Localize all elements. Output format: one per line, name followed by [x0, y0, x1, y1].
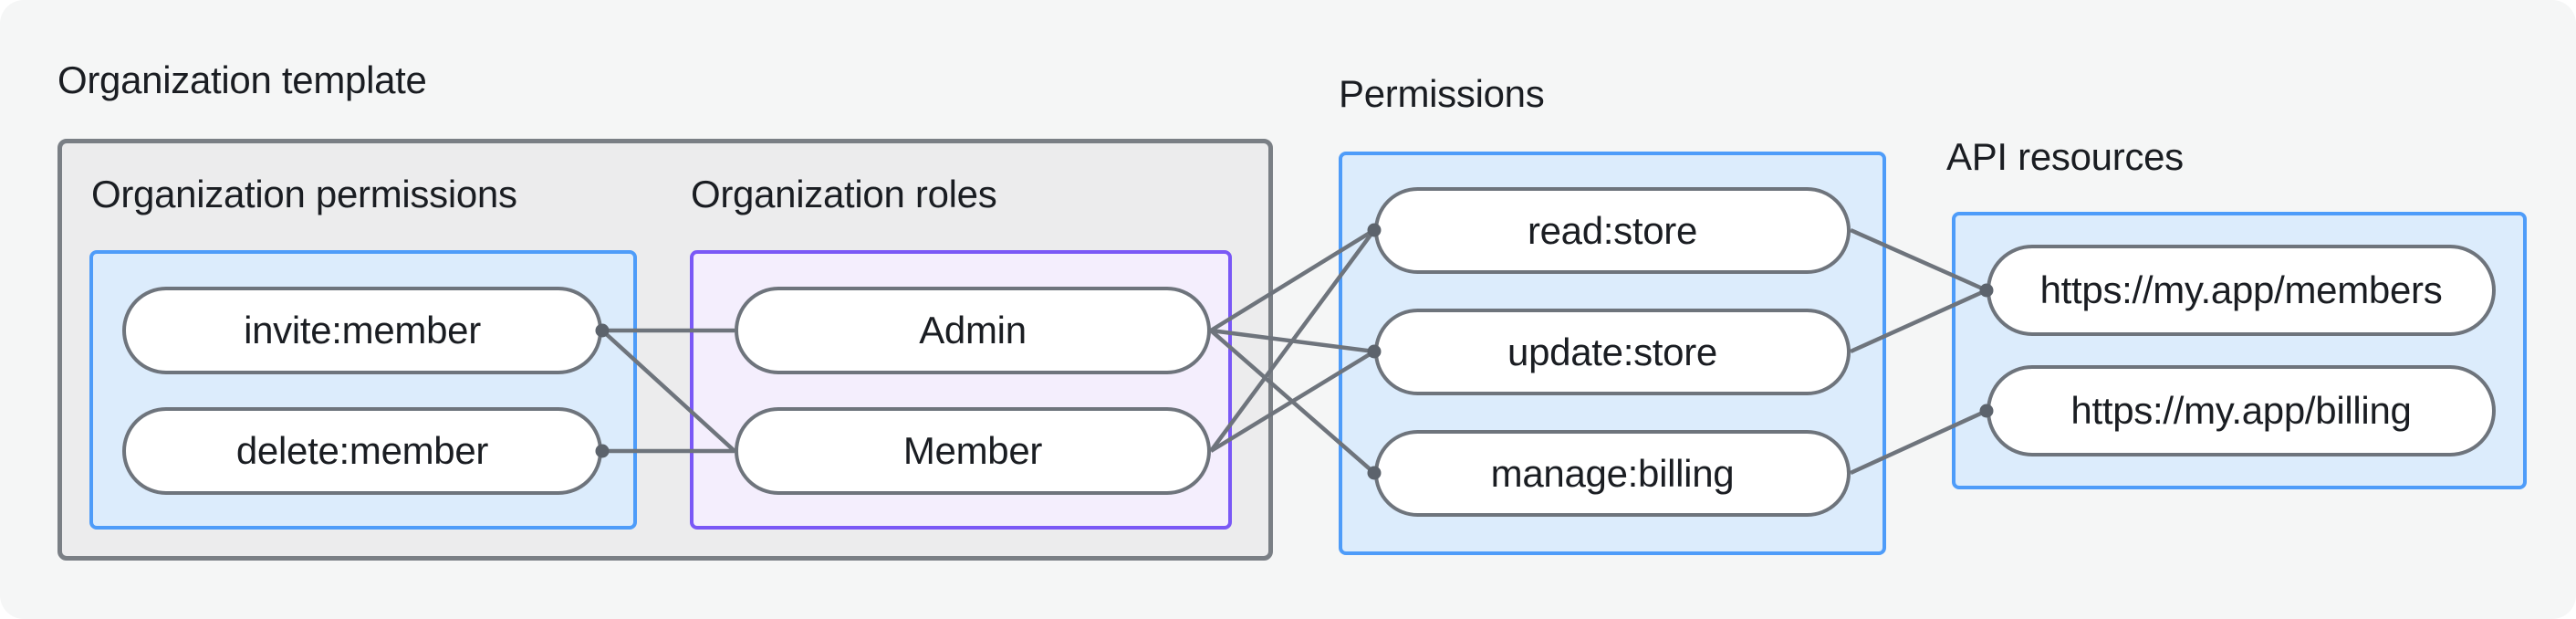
node-delete-member: delete:member [122, 407, 602, 495]
node-read-store: read:store [1374, 187, 1851, 274]
org-template-title: Organization template [57, 58, 427, 101]
node-admin-role: Admin [735, 287, 1211, 374]
node-member-role: Member [735, 407, 1211, 495]
org-roles-label: Organization roles [691, 173, 997, 215]
node-manage-billing: manage:billing [1374, 430, 1851, 517]
api-resources-label: API resources [1946, 135, 2184, 178]
node-members-api-url: https://my.app/members [1987, 245, 2496, 336]
node-update-store: update:store [1374, 309, 1851, 395]
node-billing-api-url: https://my.app/billing [1987, 365, 2496, 456]
node-invite-member: invite:member [122, 287, 602, 374]
org-permissions-label: Organization permissions [91, 173, 517, 215]
permissions-label: Permissions [1339, 72, 1545, 115]
